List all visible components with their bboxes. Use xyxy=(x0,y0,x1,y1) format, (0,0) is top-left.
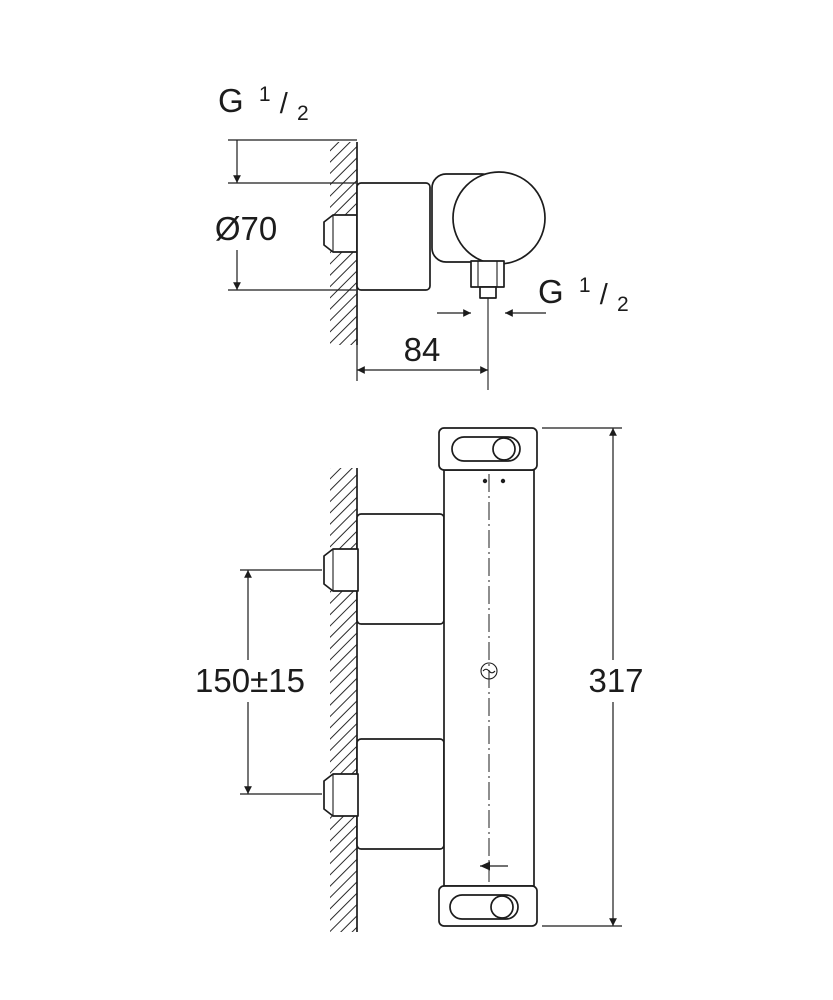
wall-to-outlet-label: 84 xyxy=(404,331,441,368)
thermostat-handle-side xyxy=(452,171,546,265)
side-view: G 1 / 2 Ø70 G 1 / 2 84 xyxy=(215,71,629,390)
outlet-thread-stub xyxy=(479,286,497,299)
bottom-handle-knob xyxy=(490,895,514,919)
wall-hatch xyxy=(330,468,357,932)
outlet-fitting xyxy=(470,260,505,288)
escutcheon-side xyxy=(356,182,431,291)
upper-escutcheon xyxy=(356,513,445,625)
indicator-dot xyxy=(482,478,488,484)
top-handle-knob xyxy=(492,437,516,461)
connection-spacing-label: 150±15 xyxy=(195,662,305,699)
brand-mark xyxy=(480,662,498,680)
indicator-dot xyxy=(500,478,506,484)
front-view: 150±15 317 xyxy=(195,427,644,932)
brand-mark-ring xyxy=(480,662,498,680)
wall-thread-label: G 1 / 2 xyxy=(218,71,309,125)
outlet-thread-label: G 1 / 2 xyxy=(538,262,629,316)
brand-mark-wave xyxy=(482,668,496,674)
lower-inlet-nipple xyxy=(323,773,359,817)
upper-inlet-nipple xyxy=(323,548,359,592)
overall-height-label: 317 xyxy=(588,662,643,699)
escutcheon-diameter-label: Ø70 xyxy=(215,210,277,247)
lower-escutcheon xyxy=(356,738,445,850)
inlet-nipple-side xyxy=(323,214,358,253)
temperature-stop-marker xyxy=(480,861,508,871)
temperature-stop-arrow xyxy=(480,861,490,871)
